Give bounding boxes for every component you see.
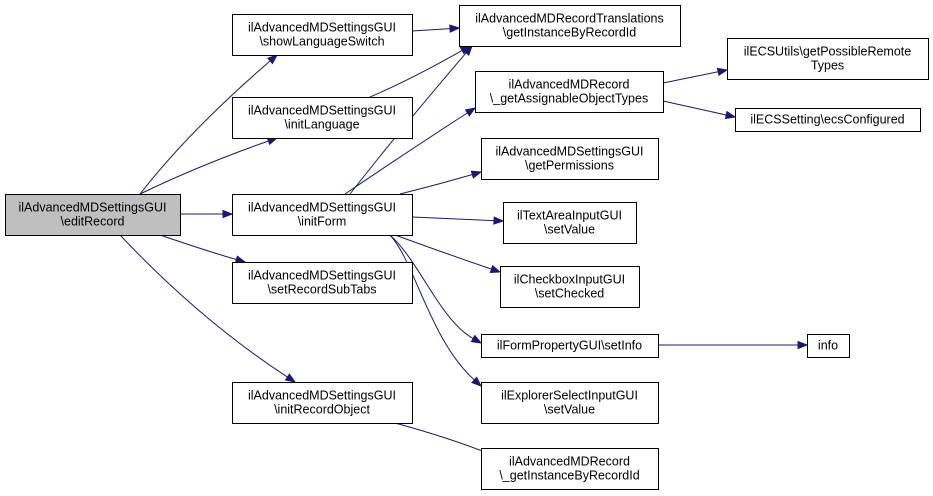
node-box [232, 262, 413, 304]
node-label-line: \getPermissions [525, 159, 614, 173]
node-label-line: ilTextAreaInputGUI [517, 209, 622, 223]
node-show-language-switch[interactable]: ilAdvancedMDSettingsGUI\showLanguageSwit… [232, 14, 413, 56]
node-label-line: ilECSSetting\ecsConfigured [750, 113, 904, 127]
node-label-line: \setValue [544, 223, 595, 237]
node-box [232, 97, 413, 139]
node-box [232, 382, 413, 424]
edge-edit_record-to-init_form [180, 209, 234, 219]
edge-edit_record-to-init_language [139, 137, 279, 195]
node-init-form[interactable]: ilAdvancedMDSettingsGUI\initForm [232, 194, 413, 236]
node-label-line: ilAdvancedMDSettingsGUI [496, 145, 644, 159]
arrowhead-icon [493, 216, 505, 225]
arrowhead-icon [462, 44, 473, 56]
arrowhead-icon [222, 209, 234, 219]
node-edit-record[interactable]: ilAdvancedMDSettingsGUI\editRecord [5, 194, 181, 236]
node-label-line: ilAdvancedMDSettingsGUI [248, 201, 396, 215]
arrowhead-icon [470, 170, 483, 179]
node-box [500, 266, 640, 308]
node-label-line: ilExplorerSelectInputGUI [501, 389, 638, 403]
node-label-line: \setRecordSubTabs [267, 283, 376, 297]
node-box [232, 194, 413, 236]
node-box [481, 138, 659, 180]
node-box [481, 334, 659, 358]
node-label-line: \initForm [298, 215, 347, 229]
arrowhead-icon [464, 107, 477, 117]
arrowhead-icon [267, 54, 279, 65]
node-label-line: \editRecord [61, 215, 125, 229]
node-label-line: \_getAssignableObjectTypes [490, 92, 648, 106]
node-label-line: ilAdvancedMDSettingsGUI [248, 21, 396, 35]
edge-init_form-to-get_permissions [399, 170, 483, 195]
node-ecs-configured[interactable]: ilECSSetting\ecsConfigured [735, 108, 921, 132]
node-record-get-instance[interactable]: ilAdvancedMDRecord\_getInstanceByRecordI… [481, 448, 659, 490]
node-label-line: ilCheckboxInputGUI [514, 273, 625, 287]
call-edges [119, 24, 809, 459]
node-label-line: info [818, 339, 838, 353]
node-label-line: \showLanguageSwitch [259, 35, 384, 49]
node-label-line: ilAdvancedMDSettingsGUI [248, 389, 396, 403]
call-nodes: ilAdvancedMDSettingsGUI\editRecordilAdva… [5, 5, 929, 490]
node-label-line: \setChecked [535, 287, 605, 301]
node-info[interactable]: info [807, 334, 850, 358]
arrowhead-icon [234, 255, 247, 264]
node-checkbox-set-checked[interactable]: ilCheckboxInputGUI\setChecked [500, 266, 640, 308]
arrowhead-icon [471, 376, 483, 387]
node-label-line: ilECSUtils\getPossibleRemote [744, 45, 911, 59]
arrowhead-icon [470, 334, 483, 344]
node-box [459, 5, 681, 47]
arrowhead-icon [797, 340, 809, 350]
node-box [807, 334, 850, 358]
edge-init_form-to-get_assignable_object_types [344, 107, 477, 195]
arrowhead-icon [724, 110, 737, 120]
node-label-line: ilAdvancedMDRecord [509, 455, 630, 469]
node-label-line: \initRecordObject [274, 403, 370, 417]
node-label-line: ilFormPropertyGUI\setInfo [497, 339, 642, 353]
node-box [481, 382, 659, 424]
node-box [475, 71, 664, 113]
edge-init_form-to-explorer_select_set_value [389, 234, 483, 387]
arrowhead-icon [284, 373, 297, 383]
node-label-line: ilAdvancedMDSettingsGUI [19, 201, 167, 215]
edge-form_property_set_info-to-info [658, 340, 809, 350]
node-label-line: \_getInstanceByRecordId [499, 469, 639, 483]
node-label-line: \initLanguage [284, 118, 359, 132]
node-form-property-set-info[interactable]: ilFormPropertyGUI\setInfo [481, 334, 659, 358]
node-get-assignable-object-types[interactable]: ilAdvancedMDRecord\_getAssignableObjectT… [475, 71, 664, 113]
edge-init_form-to-checkbox_set_checked [394, 234, 502, 273]
node-box [735, 108, 921, 132]
node-label-line: Types [811, 59, 844, 73]
node-box [481, 448, 659, 490]
node-label-line: ilAdvancedMDSettingsGUI [248, 104, 396, 118]
node-text-area-set-value[interactable]: ilTextAreaInputGUI\setValue [503, 202, 637, 244]
node-label-line: ilAdvancedMDRecordTranslations [475, 12, 664, 26]
edge-edit_record-to-set_record_sub_tabs [159, 234, 247, 264]
node-box [232, 14, 413, 56]
node-init-record-object[interactable]: ilAdvancedMDSettingsGUI\initRecordObject [232, 382, 413, 424]
edge-edit_record-to-init_record_object [119, 234, 297, 383]
edge-get_assignable_object_types-to-ecs_get_possible_remote_types [662, 67, 729, 84]
node-label-line: ilAdvancedMDRecord [509, 78, 630, 92]
edge-show_language_switch-to-translations_get_instance [411, 24, 461, 33]
edge-init_form-to-text_area_set_value [411, 216, 505, 225]
node-translations-get-instance[interactable]: ilAdvancedMDRecordTranslations\getInstan… [459, 5, 681, 47]
node-label-line: \getInstanceByRecordId [503, 26, 636, 40]
edge-init_form-to-form_property_set_info [389, 234, 483, 344]
arrowhead-icon [489, 264, 502, 273]
arrowhead-icon [716, 67, 729, 77]
node-get-permissions[interactable]: ilAdvancedMDSettingsGUI\getPermissions [481, 138, 659, 180]
node-label-line: ilAdvancedMDSettingsGUI [248, 269, 396, 283]
node-set-record-sub-tabs[interactable]: ilAdvancedMDSettingsGUI\setRecordSubTabs [232, 262, 413, 304]
node-box [727, 38, 929, 80]
arrowhead-icon [449, 24, 461, 33]
node-label-line: \setValue [544, 403, 595, 417]
edge-get_assignable_object_types-to-ecs_configured [662, 100, 737, 120]
node-box [5, 194, 181, 236]
node-box [503, 202, 637, 244]
node-init-language[interactable]: ilAdvancedMDSettingsGUI\initLanguage [232, 97, 413, 139]
edge-edit_record-to-show_language_switch [139, 54, 279, 195]
node-explorer-select-set-value[interactable]: ilExplorerSelectInputGUI\setValue [481, 382, 659, 424]
